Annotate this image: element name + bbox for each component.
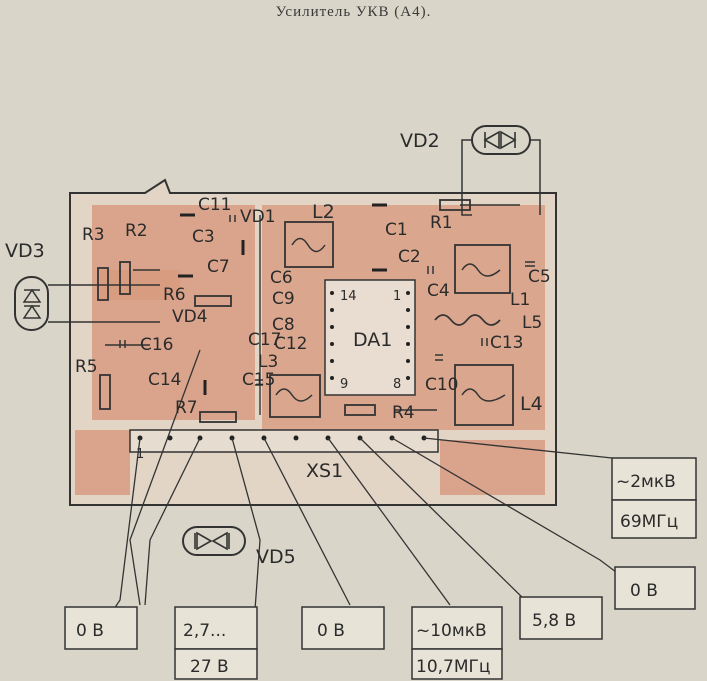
voltage-box-4-bottom: 10,7МГц <box>416 657 490 677</box>
voltage-box-1: 0 В <box>76 621 104 641</box>
l5-coil <box>434 314 501 326</box>
label-c11: C11 <box>198 195 232 215</box>
copper-area-left <box>92 205 255 420</box>
r2-resistor <box>119 261 131 295</box>
page-title: Усилитель УКВ (А4). <box>275 4 432 20</box>
label-c12: C12 <box>274 334 308 354</box>
label-vd5: VD5 <box>256 546 296 568</box>
da1-pin-1: 1 <box>393 289 401 304</box>
label-vd4: VD4 <box>172 307 208 327</box>
voltage-box-6: 0 В <box>630 581 658 601</box>
r5-resistor <box>99 374 111 410</box>
voltage-box-2-bottom: 27 В <box>190 657 229 677</box>
traces <box>105 204 520 415</box>
label-c14: C14 <box>148 370 182 390</box>
l1-coil <box>454 244 511 294</box>
label-vd2: VD2 <box>400 130 440 152</box>
label-r4: R4 <box>392 403 415 423</box>
label-l2: L2 <box>312 201 335 223</box>
copper-area-bottom-left <box>75 430 130 495</box>
label-r2: R2 <box>125 221 148 241</box>
xs1-connector <box>129 429 439 453</box>
r7-resistor <box>199 411 237 423</box>
r3-resistor <box>97 267 109 301</box>
vd3-diode-pair <box>14 276 49 331</box>
l4-coil <box>454 364 514 426</box>
label-r1: R1 <box>430 213 453 233</box>
label-vd1: VD1 <box>240 207 276 227</box>
label-c1: C1 <box>385 220 408 240</box>
voltage-box-2-top: 2,7... <box>183 621 226 641</box>
label-c15: C15 <box>242 370 276 390</box>
da1-pin-9: 9 <box>340 377 348 392</box>
xs1-pin-1: 1 <box>136 447 144 462</box>
da1-pin-14: 14 <box>340 289 357 304</box>
label-c2: C2 <box>398 247 421 267</box>
r6-resistor <box>194 295 232 307</box>
l2-coil <box>284 221 334 268</box>
label-l3: L3 <box>258 352 278 372</box>
label-xs1: XS1 <box>306 460 343 482</box>
label-c17: C17 <box>248 330 282 350</box>
label-c13: C13 <box>490 333 524 353</box>
voltage-box-3: 0 В <box>317 621 345 641</box>
da1-pin-8: 8 <box>393 377 401 392</box>
voltage-box-4-top: ~10мкВ <box>416 621 487 641</box>
vd5-diode-pair <box>182 526 246 556</box>
label-c3: C3 <box>192 227 215 247</box>
label-c7: C7 <box>207 257 230 277</box>
label-c6: C6 <box>270 268 293 288</box>
da1-chip <box>324 279 416 396</box>
label-r7: R7 <box>175 398 198 418</box>
label-c4: C4 <box>427 281 450 301</box>
r4-resistor <box>344 404 376 416</box>
label-l1: L1 <box>510 290 530 310</box>
copper-area-bottom-right <box>440 440 545 495</box>
label-c10: C10 <box>425 375 459 395</box>
label-c8: C8 <box>272 315 295 335</box>
label-c16: C16 <box>140 335 174 355</box>
voltage-box-7-bottom: 69МГц <box>620 512 678 532</box>
leader-lines <box>109 349 621 616</box>
label-r6: R6 <box>163 285 186 305</box>
label-l5: L5 <box>522 313 542 333</box>
label-da1: DA1 <box>353 329 392 351</box>
label-c5: C5 <box>528 267 551 287</box>
label-l4: L4 <box>520 393 543 415</box>
label-vd3: VD3 <box>5 240 45 262</box>
l3-coil <box>269 374 321 418</box>
voltage-box-frames <box>64 457 697 680</box>
label-c9: C9 <box>272 289 295 309</box>
voltage-box-5: 5,8 В <box>532 611 576 631</box>
voltage-box-7-top: ~2мкВ <box>616 472 676 492</box>
label-r3: R3 <box>82 225 105 245</box>
label-r5: R5 <box>75 357 98 377</box>
